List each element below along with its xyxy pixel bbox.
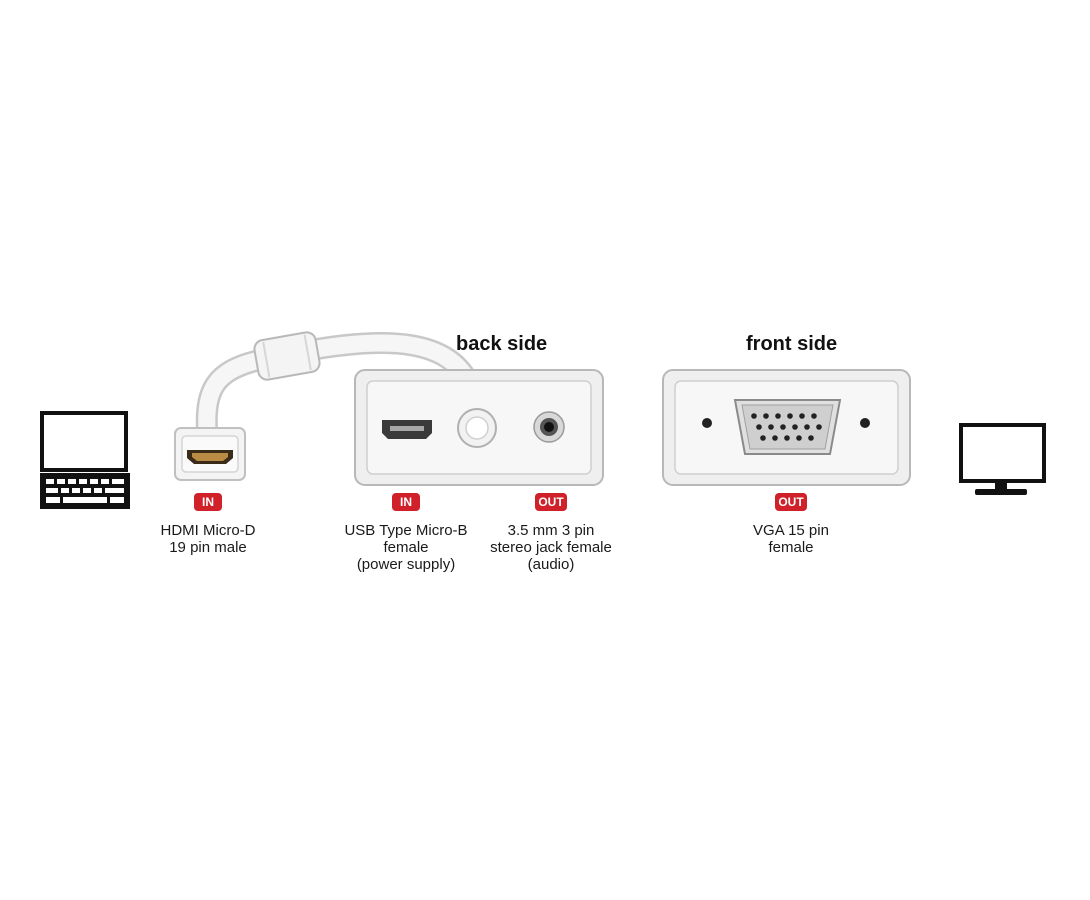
label-line: 19 pin male — [169, 539, 247, 556]
port-direction-badge: OUT — [775, 493, 807, 511]
front-side-heading: front side — [746, 333, 838, 355]
audio-label: 3.5 mm 3 pin stereo jack female (audio) — [481, 522, 621, 573]
port-direction-badge: IN — [194, 493, 222, 511]
vga-port — [733, 399, 842, 455]
label-line: HDMI Micro-D — [160, 522, 256, 539]
label-line: (power supply) — [356, 556, 456, 573]
monitor-icon — [959, 423, 1046, 495]
cable — [195, 331, 487, 441]
hdmi-plug — [174, 427, 246, 481]
usb-label: USB Type Micro-B female (power supply) — [330, 522, 482, 573]
label-line: USB Type Micro-B — [344, 522, 468, 539]
back-side-heading: back side — [456, 333, 548, 355]
vga-label: VGA 15 pin female — [731, 522, 851, 556]
label-line: (audio) — [527, 556, 575, 573]
port-direction-badge: OUT — [535, 493, 567, 511]
audio-jack-port — [533, 411, 565, 443]
port-direction-badge: IN — [392, 493, 420, 511]
micro-usb-port — [382, 420, 432, 439]
label-line: female — [768, 539, 814, 556]
adapter-back-side — [354, 369, 604, 486]
adapter-front-side — [662, 369, 911, 486]
label-line: 3.5 mm 3 pin — [507, 522, 595, 539]
label-line: female — [383, 539, 429, 556]
laptop-icon — [40, 411, 130, 509]
label-line: VGA 15 pin — [753, 522, 829, 539]
label-line: stereo jack female — [490, 539, 612, 556]
hdmi-label: HDMI Micro-D 19 pin male — [138, 522, 278, 556]
